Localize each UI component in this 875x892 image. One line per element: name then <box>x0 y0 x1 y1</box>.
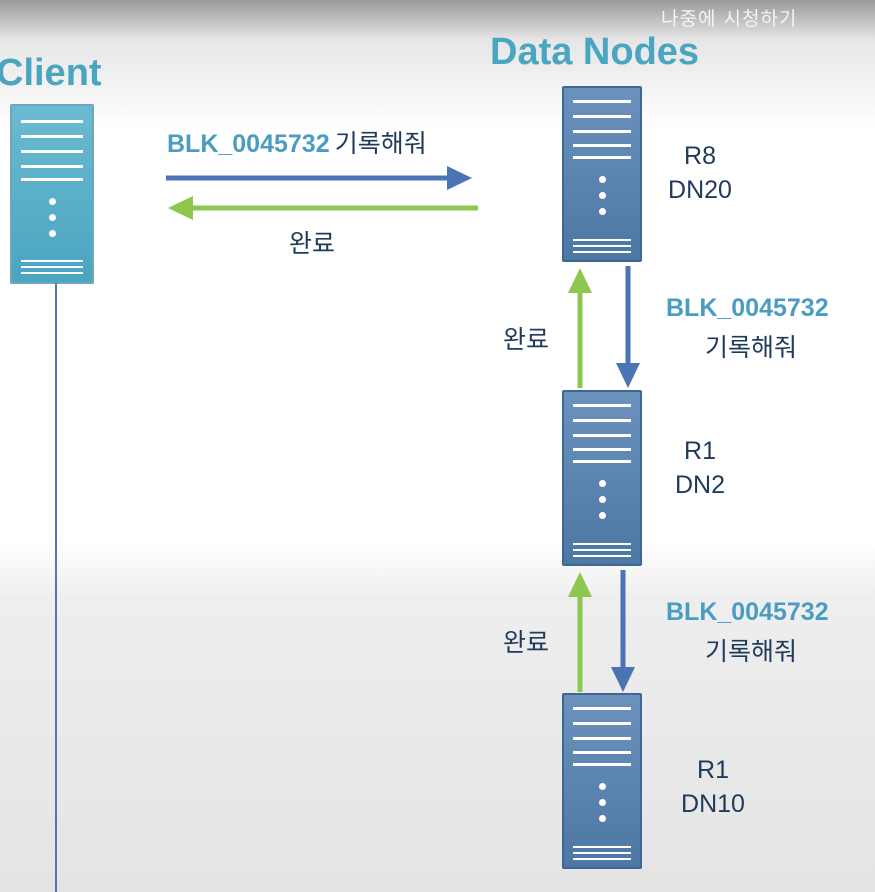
watch-later-button[interactable]: 나중에 시청하기 <box>661 8 798 30</box>
block-id-label: BLK_0045732 <box>167 130 330 158</box>
client-timeline <box>55 283 57 892</box>
datanode-label: DN20 <box>668 176 732 204</box>
ack-label-dn20-to-client: 완료 <box>289 229 336 258</box>
data-nodes-title: Data Nodes <box>490 31 700 73</box>
data-node-server-icon-3 <box>562 693 642 869</box>
ack-arrow-dn2-to-dn20 <box>568 268 592 388</box>
node-label-2: R1 DN2 <box>655 434 745 502</box>
client-title: Client <box>0 52 102 94</box>
request-arrow-dn2-to-dn10 <box>611 570 635 692</box>
ack-arrow-dn20-to-client <box>168 196 478 220</box>
datanode-label: DN2 <box>674 471 725 499</box>
block-id-label-dn20-to-dn2: BLK_0045732 <box>666 294 829 322</box>
data-node-server-icon-1 <box>562 86 642 262</box>
data-node-server-icon-2 <box>562 390 642 566</box>
write-request-label-dn2-to-dn10: 기록해줘 <box>705 637 798 666</box>
rack-label: R8 <box>684 142 716 170</box>
ack-label-dn2-to-dn20: 완료 <box>503 325 550 354</box>
node-label-3: R1 DN10 <box>668 753 758 821</box>
ack-arrow-dn10-to-dn2 <box>568 572 592 692</box>
write-request-label-dn20-to-dn2: 기록해줘 <box>705 333 798 362</box>
ack-label-dn10-to-dn2: 완료 <box>503 628 550 657</box>
rack-label: R1 <box>684 437 716 465</box>
rack-label: R1 <box>697 756 729 784</box>
request-arrow-client-to-dn20 <box>166 166 472 190</box>
client-server-icon <box>10 104 94 284</box>
block-id-label-dn2-to-dn10: BLK_0045732 <box>666 598 829 626</box>
request-arrow-dn20-to-dn2 <box>616 266 640 388</box>
node-label-1: R8 DN20 <box>655 139 745 207</box>
write-request-label: 기록해줘 <box>334 129 427 158</box>
request-label-client-to-dn20: BLK_0045732 기록해줘 <box>167 124 427 160</box>
datanode-label: DN10 <box>681 790 745 818</box>
